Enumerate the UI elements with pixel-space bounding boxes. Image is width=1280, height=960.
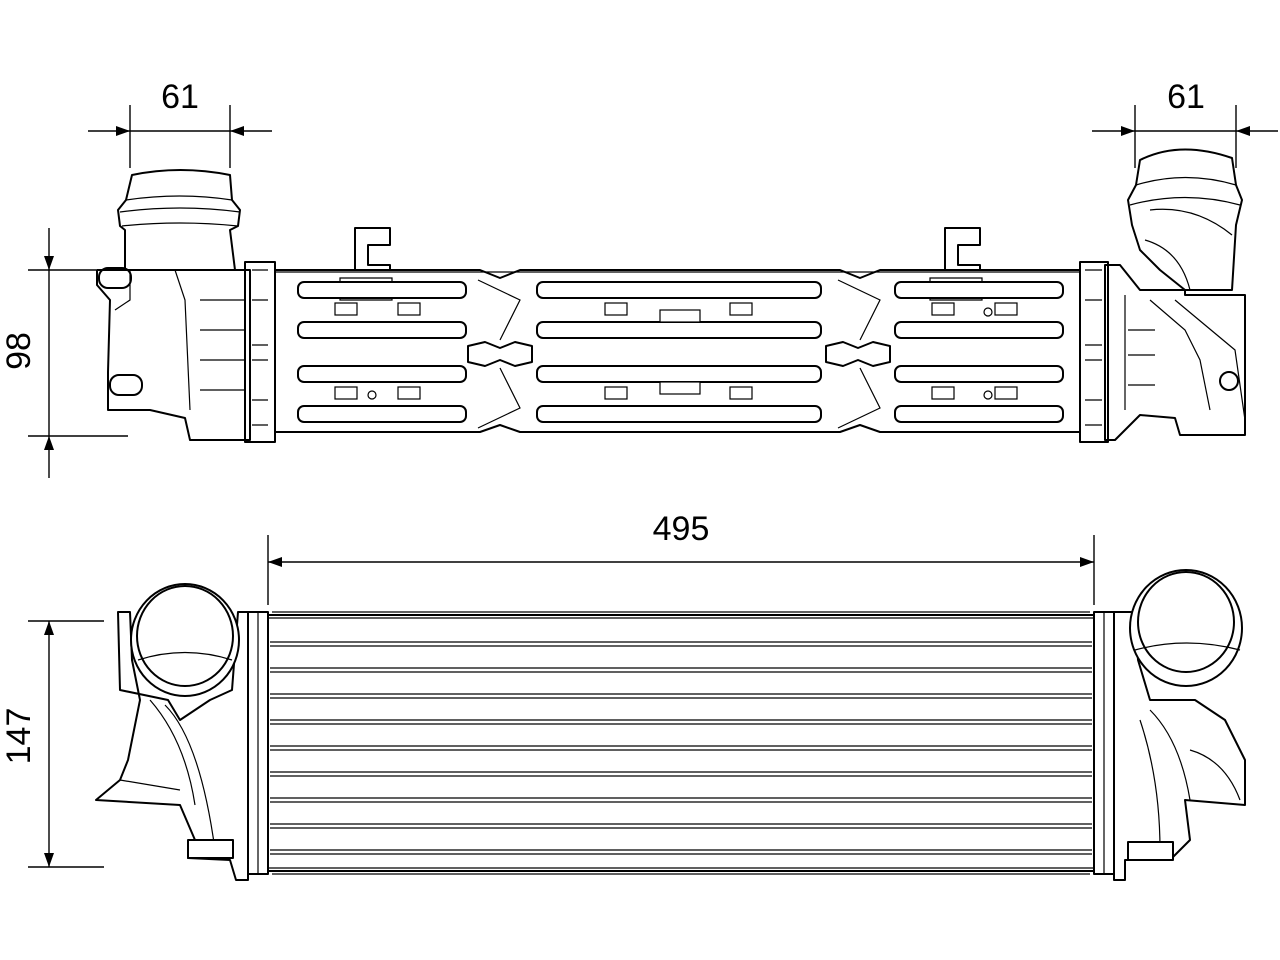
dimension-label-right-pipe-width: 61 xyxy=(1167,78,1205,116)
dimension-label-core-depth: 98 xyxy=(0,332,38,370)
left-end-tank-top xyxy=(96,261,276,443)
core-slots-top xyxy=(297,281,1064,423)
dimension-core-depth: 98 xyxy=(0,228,128,478)
core-front xyxy=(247,611,1115,875)
right-tank-front xyxy=(1113,569,1246,881)
dimension-left-pipe-width: 61 xyxy=(88,78,272,168)
dimension-overall-height: 147 xyxy=(0,620,104,868)
core-frame-top xyxy=(274,269,1081,433)
dimension-core-length: 495 xyxy=(267,510,1095,605)
top-view: 61 61 98 xyxy=(0,78,1278,478)
locking-clips-top xyxy=(467,279,891,429)
front-view: 495 147 xyxy=(0,510,1246,881)
dimension-label-core-length: 495 xyxy=(653,510,710,548)
dimension-label-left-pipe-width: 61 xyxy=(161,78,199,116)
right-end-tank-top xyxy=(1079,261,1246,443)
dimension-label-overall-height: 147 xyxy=(0,708,38,765)
left-pipe-top xyxy=(117,169,241,271)
right-pipe-top xyxy=(1127,148,1243,291)
core-tubes xyxy=(270,641,1092,855)
left-tank-front xyxy=(95,583,249,881)
dimension-right-pipe-width: 61 xyxy=(1092,78,1278,168)
